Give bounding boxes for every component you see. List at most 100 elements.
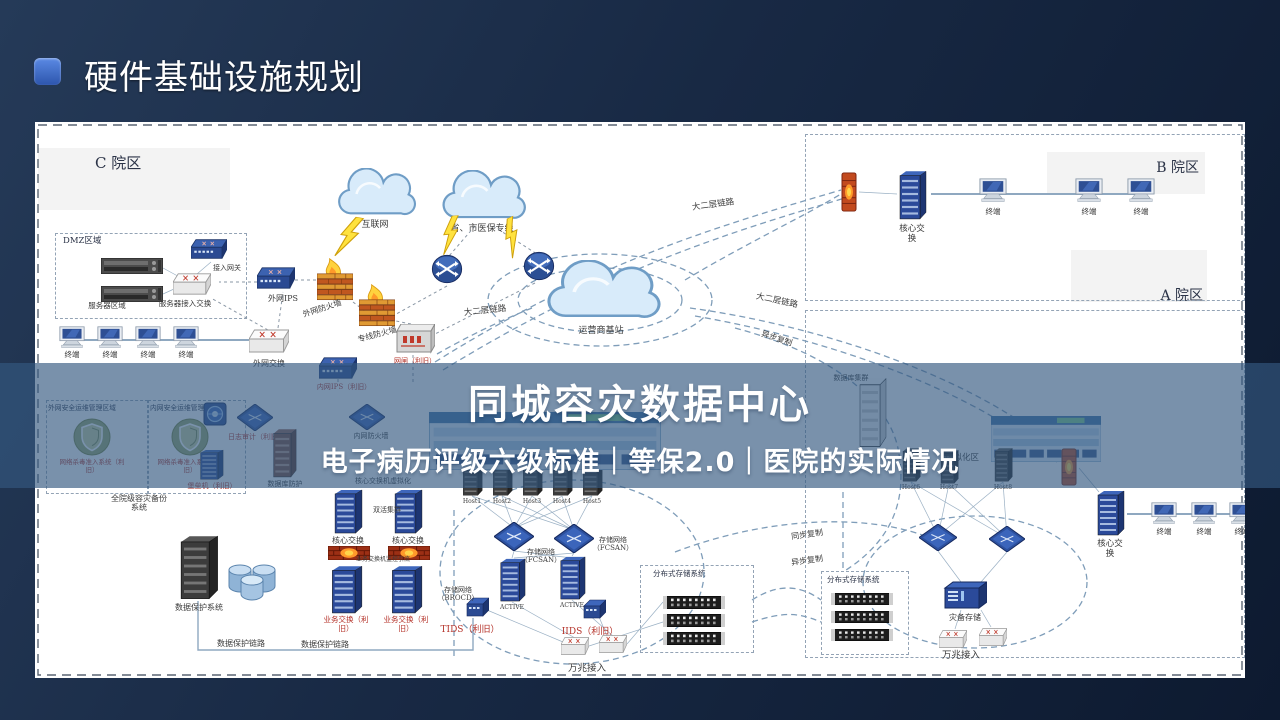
link-label-server-zone: 服务器区域 [88,301,126,310]
dr-diamond-2-icon [988,525,1026,553]
link-label-dp-link-1: 数据保护链路 [217,639,265,648]
enc-1 [465,596,490,618]
dmz-rack-2-icon [100,285,164,303]
biz-sw-1-label: 业务交换（利旧） [323,615,369,633]
term-a-2-icon [1191,502,1217,524]
link-label-fcsan-2: 存储网络（FCSAN） [592,536,634,553]
dr-storage-label: 灾备存储 [949,613,981,622]
bolt-3 [503,215,523,259]
fw-b [841,172,857,212]
banner-subtitle: 电子病历评级六级标准｜等保2.0｜医院的实际情况 [320,447,960,478]
term-c-4-label: 终端 [178,350,194,359]
gate-isolation-icon [393,322,436,354]
core-sw-1-icon [332,487,363,534]
link-label-l2-link-1: 大二层链路 [463,303,507,319]
region-patch-b [1047,152,1205,194]
cloud-internet-label: 互联网 [361,220,389,230]
region-patch-c-label: C 院区 [95,154,142,172]
bolt-3-icon [495,215,530,261]
term-c-1-label: 终端 [64,350,80,359]
cloud-medical-label: 省、市医保专线 [450,224,514,234]
term-b-3-icon [1127,178,1155,202]
link-label-fcsan-1: 存储网络（FCSAN） [520,548,562,565]
term-b-1 [979,178,1007,202]
dp-rack-label: 数据保护系统 [175,603,223,612]
term-a-2-label: 终端 [1196,527,1212,536]
link-label-l2-link-2: 大二层链路 [691,197,735,213]
acc-sw-4-icon [978,627,1008,647]
dmz-vpn [190,238,228,260]
term-a-1 [1151,502,1177,524]
overlay-banner: 同城容灾数据中心 电子病历评级六级标准｜等保2.0｜医院的实际情况 [0,363,1280,488]
fw-brick-1-icon [327,545,371,561]
enc-2-icon [582,598,607,620]
biz-sw-1 [329,563,363,614]
san-sw-1 [493,521,535,552]
region-ds-1 [640,565,754,653]
router-2 [523,251,555,281]
acc-sw-4 [978,627,1008,647]
term-b-3 [1127,178,1155,202]
region-patch-c [38,148,230,210]
term-b-3-label: 终端 [1133,207,1149,216]
page-title: 硬件基础设施规划 [84,58,364,98]
fw-brick-1 [327,545,371,561]
cloud-internet [333,167,417,220]
term-c-4-icon [173,326,199,348]
core-sw-b [897,168,927,220]
term-c-4 [173,326,199,348]
fw-brick-2-icon [387,545,431,561]
dmz-vpn-icon [190,238,228,260]
link-label-async-1: 异步复制 [760,329,794,348]
cloud-medical [437,169,527,224]
link-label-mirror: 业务交换机监控引流 [355,556,410,563]
term-c-3-icon [135,326,161,348]
router-1 [431,254,463,284]
term-a-3-icon [1229,502,1245,524]
diagram-links [37,124,1243,676]
core-sw-2 [392,487,423,534]
term-c-3-label: 终端 [140,350,156,359]
term-b-1-label: 终端 [985,207,1001,216]
term-a-1-icon [1151,502,1177,524]
term-b-2 [1075,178,1103,202]
bolt-1 [334,216,365,260]
host-2-label: Host2 [492,498,512,505]
gate-isolation-label: 网闸（利旧） [394,357,436,365]
ds1-arr-2-icon [662,612,726,628]
link-label-g10-1: 万兆接入 [567,663,606,674]
term-b-1-icon [979,178,1007,202]
link-label-iids: IIDS（利旧） [561,627,619,637]
enc-1-icon [465,596,490,618]
term-b-2-icon [1075,178,1103,202]
region-patch-a [1071,250,1207,302]
term-c-2-label: 终端 [102,350,118,359]
dr-diamond-1 [918,523,958,552]
cloud-internet-icon [333,167,417,220]
dmz-vpn-label: 接入网关 [213,264,241,272]
biz-sw-2-icon [389,563,423,614]
cloud-carrier-icon [540,259,662,324]
core-sw-1 [332,487,363,534]
core-sw-a-icon [1095,488,1125,536]
storage-act-1-icon [498,556,526,602]
biz-sw-1-icon [329,563,363,614]
host-5-label: Host5 [582,498,602,505]
ips-ext-label: 外网IPS [267,294,299,303]
bolt-2-icon [439,214,462,257]
link-label-brocade: 存储网络（BROCD） [437,586,479,603]
link-label-tids: TIDS（利旧） [440,625,500,635]
term-c-2 [97,326,123,348]
term-a-1-label: 终端 [1156,527,1172,536]
gate-isolation [393,322,436,354]
link-label-async-2: 异步复制 [790,553,824,568]
term-a-3 [1229,502,1245,524]
term-c-3 [135,326,161,348]
san-sw-2-icon [553,523,595,554]
region-patch-b-label: B 院区 [1156,160,1199,176]
san-sw-1-icon [493,521,535,552]
term-a-2 [1191,502,1217,524]
link-label-sync-1: 同步复制 [790,527,824,542]
dmz-rack-2 [100,285,164,303]
ips-ext [256,266,296,290]
